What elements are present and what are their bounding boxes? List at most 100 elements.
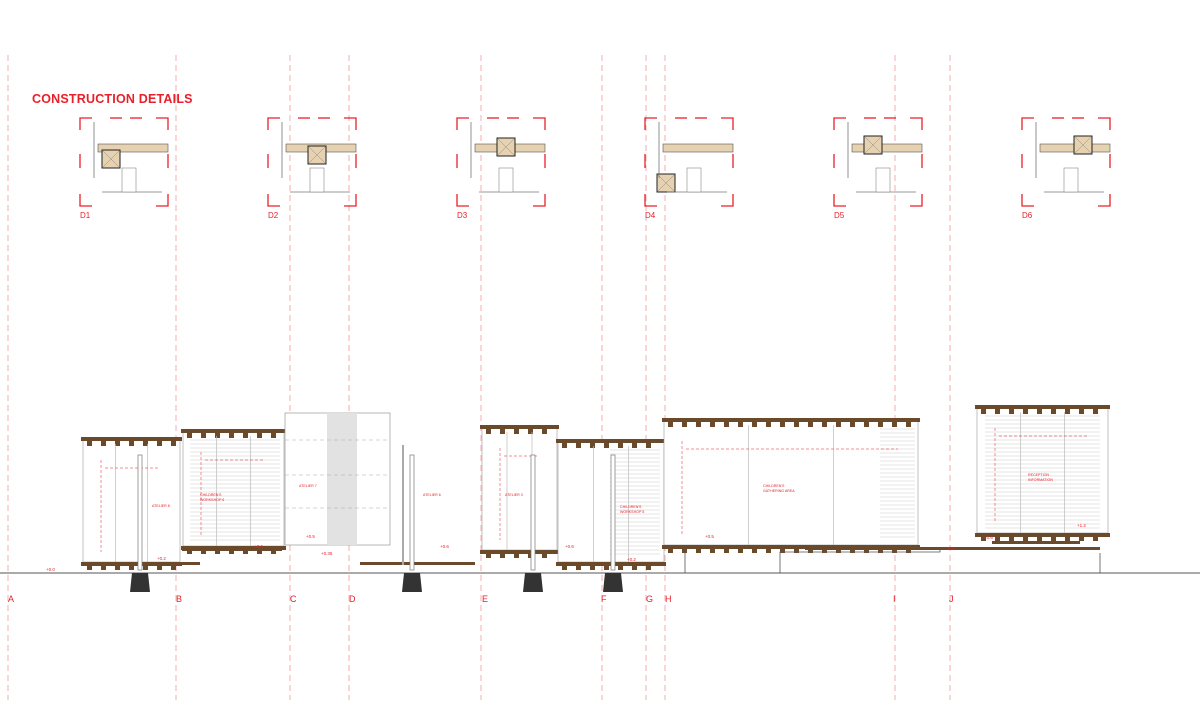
floor-joist [836,549,841,553]
floor-joist [229,550,234,554]
roof-joist [129,441,134,446]
floor-joist [618,566,623,570]
roof-joist [618,443,623,448]
floor-joist [604,566,609,570]
floor-joist [668,549,673,553]
roof-joist [486,429,491,434]
roof-joist [850,422,855,427]
detail-hatch [863,135,883,155]
grid-label-d: D [349,594,356,604]
roof-joist [780,422,785,427]
floor-joist [87,566,92,570]
floor-joist [710,549,715,553]
roof-beam [480,425,559,429]
roof-joist [171,441,176,446]
grid-label-a: A [8,594,15,604]
roof-joist [257,433,262,438]
roof-joist [738,422,743,427]
roof-joist [500,429,505,434]
floor-joist [1009,537,1014,541]
deck-board [360,562,475,565]
room-label-workshop-5: CHILDREN'S WORKSHOP 5 [620,505,645,514]
floor-joist [794,549,799,553]
roof-joist [514,429,519,434]
building-outline [481,427,558,551]
roof-joist [1051,409,1056,414]
roof-joist [794,422,799,427]
concrete-footing [523,573,543,592]
detail-bracket [498,167,514,193]
roof-beam [975,405,1110,409]
roof-joist [229,433,234,438]
floor-joist [864,549,869,553]
floor-joist [752,549,757,553]
grid-label-f: F [601,594,607,604]
roof-joist [87,441,92,446]
detail-label-d3: D3 [457,211,468,220]
roof-beam [556,439,666,443]
roof-joist [542,429,547,434]
floor-joist [101,566,106,570]
floor-joist [1023,537,1028,541]
floor-joist [724,549,729,553]
room-label-atelier-7: ATELIER 7 [299,484,317,488]
floor-joist [696,549,701,553]
roof-joist [143,441,148,446]
building-outline [82,439,181,563]
room-label-atelier-3: ATELIER 3 [505,493,523,497]
grid-label-c: C [290,594,297,604]
grid-label-b: B [176,594,183,604]
roof-joist [528,429,533,434]
level-mark: +0.2 [157,556,166,561]
detail-bracket [686,167,702,193]
level-mark: +0.5 [705,534,714,539]
roof-joist [892,422,897,427]
roof-joist [243,433,248,438]
floor-joist [115,566,120,570]
grid-label-j: J [949,594,954,604]
roof-beam [662,418,920,422]
floor-joist [562,566,567,570]
roof-joist [682,422,687,427]
roof-joist [668,422,673,427]
concrete-footing [130,573,150,592]
roof-joist [157,441,162,446]
floor-joist [514,554,519,558]
floor-joist [590,566,595,570]
floor-joist [1079,537,1084,541]
atelier-7-grey-panel [327,413,357,545]
building-outline [976,407,1109,534]
roof-joist [1023,409,1028,414]
floor-joist [766,549,771,553]
floor-joist [201,550,206,554]
detail-label-d1: D1 [80,211,91,220]
detail-hatch [101,149,121,169]
floor-joist [780,549,785,553]
floor-joist [129,566,134,570]
floor-joist [157,566,162,570]
steel-pole [137,454,143,571]
level-mark: +0.6 [984,535,993,540]
floor-joist [738,549,743,553]
floor-joist [878,549,883,553]
detail-bracket [875,167,891,193]
foundation-outline [1099,553,1200,574]
room-label-atelier-6: ATELIER 6 [423,493,441,497]
steel-pole [610,454,616,571]
roof-joist [215,433,220,438]
roof-joist [187,433,192,438]
detail-bracket [309,167,325,193]
grid-label-h: H [665,594,672,604]
floor-joist [1065,537,1070,541]
roof-joist [115,441,120,446]
detail-hatch [496,137,516,157]
floor-joist [528,554,533,558]
grid-label-i: I [893,594,896,604]
roof-joist [562,443,567,448]
steel-pole [530,454,536,571]
room-label-gathering-area: CHILDREN'S GATHERING AREA [763,484,795,493]
roof-joist [576,443,581,448]
floor-joist [542,554,547,558]
